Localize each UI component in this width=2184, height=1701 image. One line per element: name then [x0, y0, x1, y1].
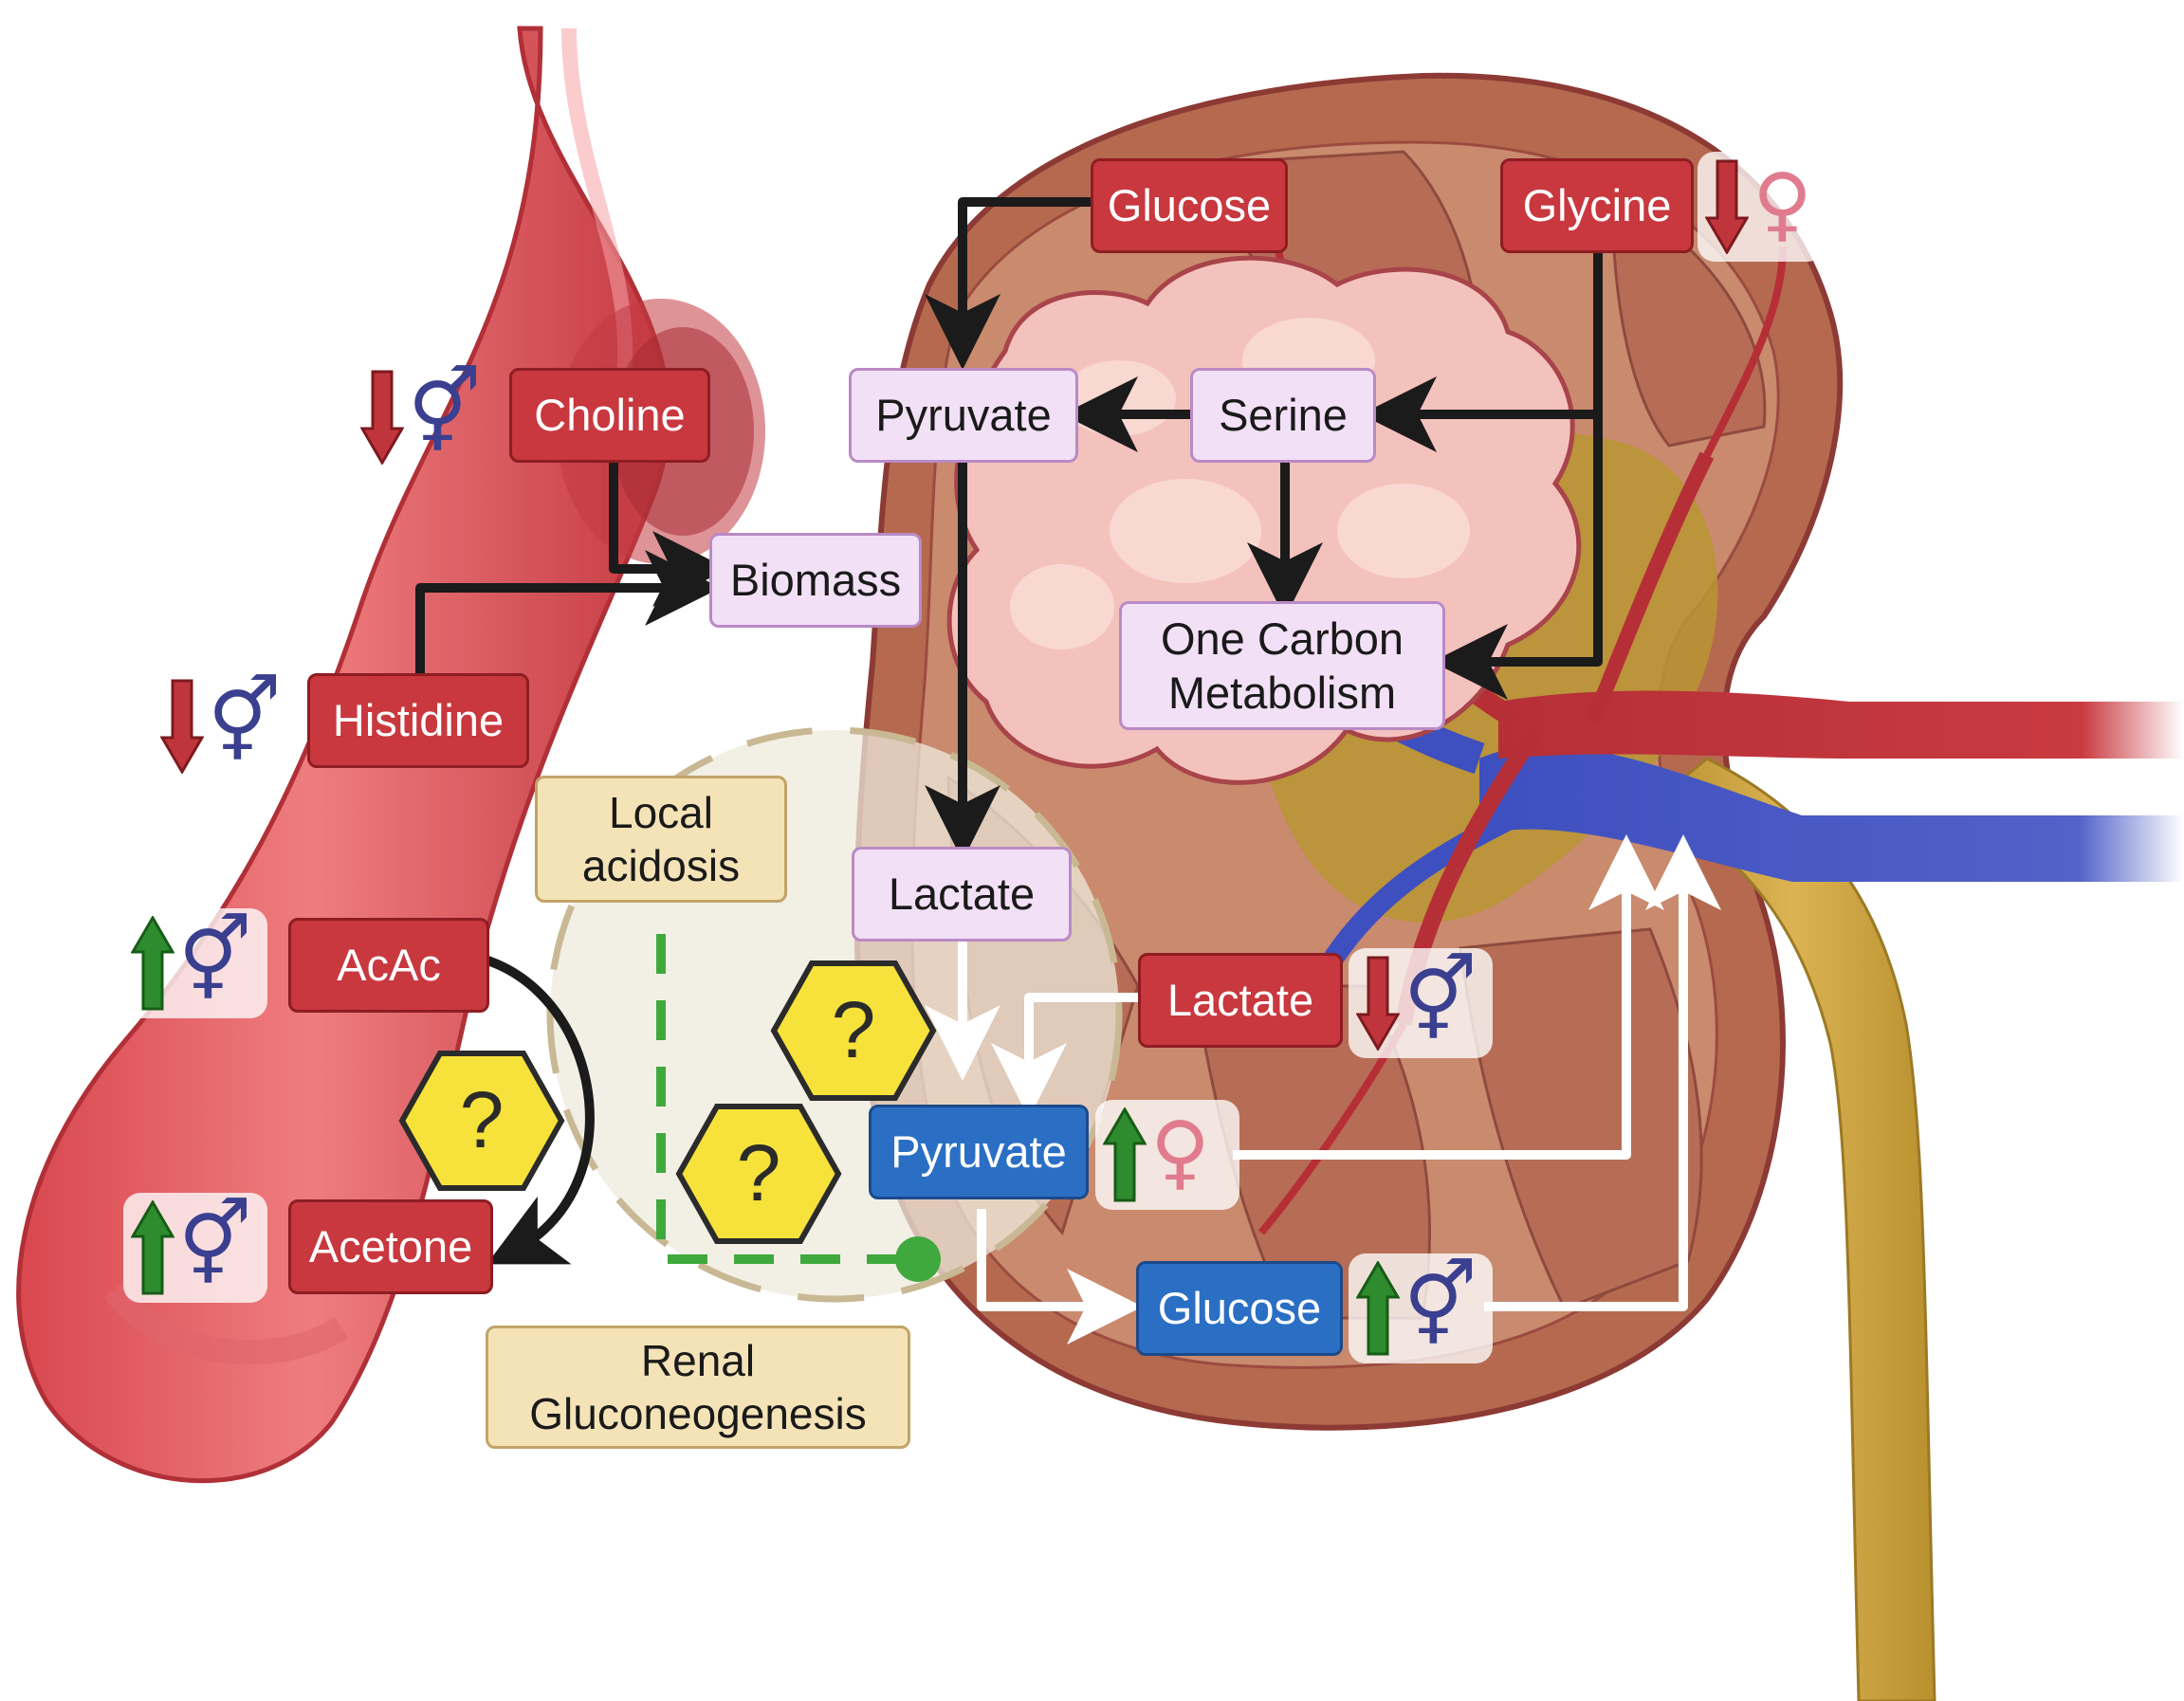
pyruvate-top-box: Pyruvate: [849, 368, 1078, 463]
unknown-mark: ?: [832, 985, 876, 1074]
arrow-acac-to-acetone: [445, 948, 595, 1265]
local-acidosis-line1: Local: [609, 787, 713, 837]
acetone-box: Acetone: [288, 1199, 493, 1294]
intersex-icon: ⚥: [1404, 953, 1477, 1048]
decrease-arrow-icon: [1356, 956, 1400, 1051]
acetone-change-indicator: ⚥: [123, 1193, 267, 1303]
decrease-arrow-icon: [1705, 159, 1749, 254]
renal-gluconeogenesis-note: Renal Gluconeogenesis: [486, 1326, 910, 1449]
female-icon: ♀: [1150, 1105, 1210, 1199]
intersex-icon: ⚥: [1404, 1258, 1477, 1353]
intersex-icon: ⚥: [178, 913, 252, 1008]
increase-arrow-icon: [131, 1200, 174, 1295]
renal-gng-line1: Renal: [640, 1335, 756, 1385]
biomass-box: Biomass: [709, 533, 922, 628]
intersex-icon: ⚥: [408, 365, 482, 460]
arrow-pyruvate-to-glucose: [977, 1209, 1143, 1344]
local-acidosis-note: Local acidosis: [535, 776, 787, 903]
arrow-glucose-to-pyruvate: [925, 197, 1091, 370]
unknown-hexagon-lactate: ?: [770, 960, 937, 1101]
intersex-icon: ⚥: [208, 674, 282, 769]
unknown-hexagon-ketone: ?: [398, 1051, 565, 1191]
increase-arrow-icon: [1103, 1107, 1147, 1202]
acac-change-indicator: ⚥: [123, 908, 267, 1018]
one-carbon-line1: One Carbon: [1160, 613, 1404, 664]
glucose-change-indicator: ⚥: [1349, 1253, 1493, 1363]
choline-box: Choline: [509, 368, 710, 463]
unknown-hexagon-acidosis: ?: [675, 1104, 842, 1244]
decrease-arrow-icon: [360, 370, 404, 465]
unknown-mark: ?: [460, 1075, 505, 1164]
glycine-box: Glycine: [1500, 158, 1694, 253]
renal-gng-line2: Gluconeogenesis: [529, 1389, 867, 1438]
glucose-gluconeogenesis-box: Glucose: [1136, 1261, 1343, 1356]
local-acidosis-line2: acidosis: [581, 841, 741, 890]
glycine-change-indicator: ♀: [1698, 152, 1825, 262]
arrow-glycine-to-one-carbon: [1432, 414, 1603, 700]
histidine-change-indicator: ⚥: [156, 671, 289, 777]
arrow-glucose-to-vein: [1484, 834, 1721, 1311]
acidosis-to-gluconeogenesis-link: [656, 934, 941, 1282]
female-icon: ♀: [1753, 156, 1812, 251]
pyruvate-change-indicator: ♀: [1095, 1100, 1239, 1210]
lactate-kidney-box: Lactate: [852, 847, 1072, 942]
arrow-blood-lactate-to-pyruvate: [991, 993, 1138, 1119]
choline-change-indicator: ⚥: [357, 362, 489, 468]
one-carbon-metabolism-box: One Carbon Metabolism: [1119, 601, 1445, 730]
arrow-pyruvate-to-vein: [1233, 834, 1664, 1160]
one-carbon-line2: Metabolism: [1167, 668, 1397, 718]
glucose-top-box: Glucose: [1091, 158, 1288, 253]
intersex-icon: ⚥: [178, 1198, 252, 1292]
pyruvate-gluconeogenesis-box: Pyruvate: [869, 1105, 1089, 1199]
unknown-mark: ?: [737, 1128, 781, 1217]
histidine-box: Histidine: [307, 673, 529, 768]
decrease-arrow-icon: [160, 679, 204, 774]
acac-box: AcAc: [288, 918, 489, 1013]
serine-box: Serine: [1190, 368, 1376, 463]
white-arrows: [925, 834, 1721, 1344]
lactate-change-indicator: ⚥: [1349, 948, 1493, 1058]
arrow-histidine-to-biomass: [415, 550, 721, 673]
black-arrows: [415, 197, 1603, 1265]
increase-arrow-icon: [131, 916, 174, 1011]
lactate-blood-box: Lactate: [1138, 953, 1343, 1048]
increase-arrow-icon: [1356, 1261, 1400, 1356]
